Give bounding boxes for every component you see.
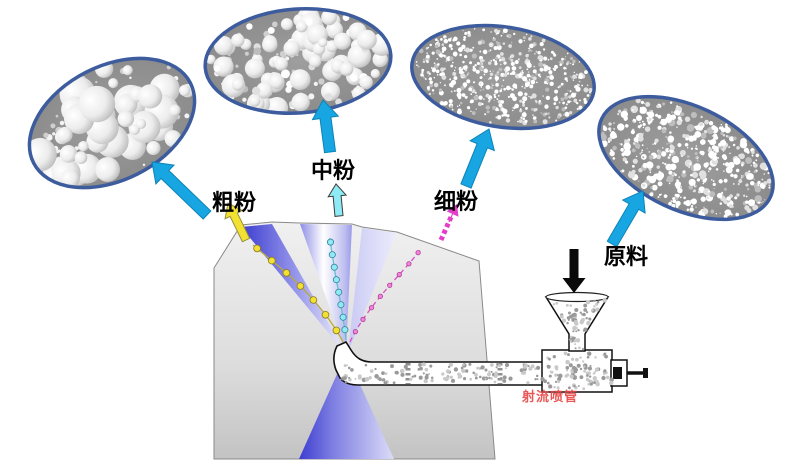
labels: 粗粉 中粉 细粉 原料 射流喷管 <box>212 159 648 405</box>
feed-arrow <box>562 249 586 293</box>
watermark-jet-nozzle: 射流喷管 <box>521 389 578 405</box>
medium-powder-sample <box>205 6 394 120</box>
pointer-arrow-medium <box>311 99 340 154</box>
powder-samples <box>23 6 775 222</box>
fine-trajectory-dot <box>415 250 421 256</box>
fine-powder-sample <box>411 25 595 129</box>
trajectory-dots <box>253 238 421 335</box>
coarse-trajectory-line <box>252 244 344 343</box>
fine-trajectory-dot <box>352 328 358 335</box>
fine-trajectory-dot <box>406 261 412 267</box>
particle-trajectories <box>252 237 422 343</box>
medium-trajectory-dot <box>330 263 338 271</box>
coarse-powder-sample-border <box>27 56 197 190</box>
fine-trajectory-dot <box>387 282 393 288</box>
coarse-trajectory-dot <box>296 282 305 290</box>
label-medium-powder: 中粉 <box>311 159 355 184</box>
medium-direction-arrow <box>327 183 348 217</box>
label-raw-material: 原料 <box>604 245 648 270</box>
medium-trajectory-dot <box>326 238 334 246</box>
medium-trajectory-dot <box>339 313 347 321</box>
fine-trajectory-dot <box>368 305 375 311</box>
ultrafine-powder-sample-border <box>597 94 775 222</box>
inlet-duct <box>299 354 394 459</box>
coarse-trajectory-dot <box>332 326 341 335</box>
medium-trajectory-line <box>329 237 347 341</box>
coarse-trajectory-dot <box>267 256 276 265</box>
pipe-particles <box>339 297 614 391</box>
coarse-trajectory-dot <box>309 296 318 304</box>
pointer-arrow-coarse <box>151 161 212 220</box>
fine-trajectory-dot <box>377 293 383 299</box>
coarse-trajectory-dot <box>253 244 261 253</box>
pointer-arrow-fine <box>460 128 496 189</box>
medium-trajectory-dot <box>328 251 336 259</box>
medium-powder-sample-border <box>203 6 393 116</box>
hopper-opening <box>545 291 609 303</box>
label-fine-powder: 细粉 <box>434 189 478 215</box>
fine-powder-sample-border <box>410 23 596 131</box>
medium-trajectory-dot <box>337 301 345 309</box>
pipe-end-plug <box>613 367 622 379</box>
fine-trajectory-dot <box>396 271 402 278</box>
jet-pipe-assembly <box>333 291 648 393</box>
coarse-trajectory-dot <box>321 310 330 319</box>
classifier-machine <box>213 221 496 460</box>
pipe-rod-tip <box>643 368 648 378</box>
medium-trajectory-dot <box>341 326 349 334</box>
coarse-direction-arrow <box>224 202 251 243</box>
fine-direction-arrow-head <box>446 204 459 223</box>
coarse-powder-sample <box>23 58 195 191</box>
label-coarse-powder: 粗粉 <box>212 191 256 216</box>
fine-channel <box>348 228 397 352</box>
pointer-arrow-ultrafine <box>606 190 646 248</box>
coarse-trajectory-dot <box>282 269 291 277</box>
ultrafine-powder-sample <box>598 96 774 220</box>
medium-channel <box>300 224 352 354</box>
medium-trajectory-dot <box>332 276 340 284</box>
medium-trajectory-dot <box>335 288 343 296</box>
arrows <box>151 99 646 293</box>
fine-trajectory-dot <box>360 316 366 322</box>
fine-trajectory-line <box>349 248 422 343</box>
classifier-body <box>213 221 496 460</box>
